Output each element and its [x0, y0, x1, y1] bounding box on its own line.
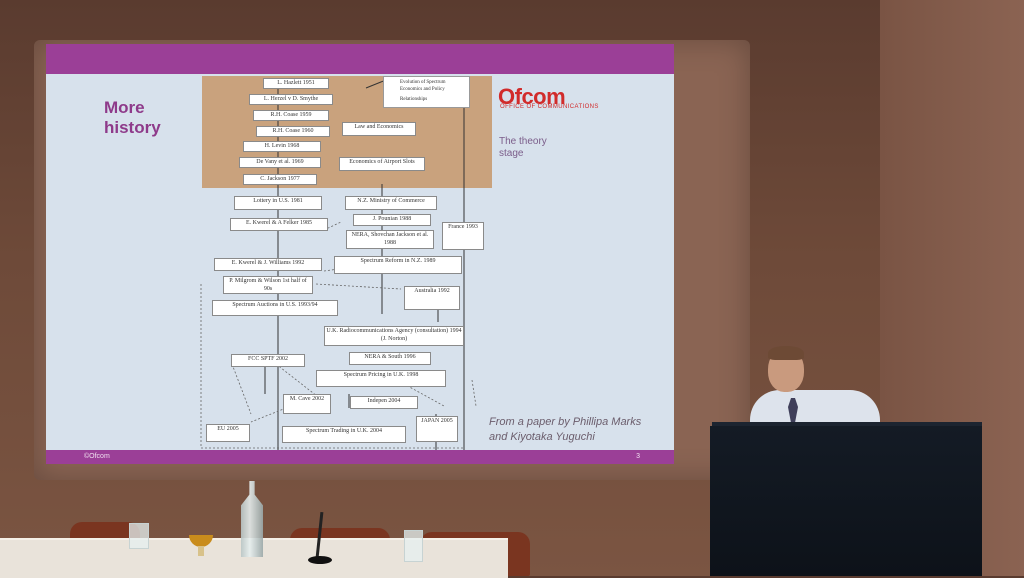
node-fcc-sptf: FCC SPTF 2002: [231, 354, 305, 367]
node-devany: De Vany et al. 1969: [239, 157, 321, 168]
node-coase-1960: R.H. Coase 1960: [256, 126, 330, 137]
slide-header-bar: [46, 44, 674, 74]
speaker-hair: [768, 346, 804, 360]
glass-left: [129, 523, 149, 549]
node-herzel-smythe: L. Herzel v D. Smythe: [249, 94, 333, 105]
node-milgrom-wilson: P. Milgrom & Wilson 1st half of 90s: [223, 276, 313, 294]
node-jackson: C. Jackson 1977: [243, 174, 317, 185]
stage-label: The theory stage: [499, 136, 547, 159]
node-indepen: Indepen 2004: [350, 396, 418, 409]
footer-copyright: ©Ofcom: [84, 453, 110, 460]
podium: [710, 426, 982, 576]
logo-subtitle: OFFICE OF COMMUNICATIONS: [500, 104, 599, 110]
slide-footer-bar: ©Ofcom 3: [46, 450, 674, 464]
speaker-tie: [788, 398, 798, 428]
sugar-bowl-stem: [198, 546, 204, 556]
node-coase-1959: R.H. Coase 1959: [253, 110, 329, 121]
node-airport-slots: Economics of Airport Slots: [339, 157, 425, 171]
node-australia: Australia 1992: [404, 286, 460, 310]
paper-credit: From a paper by Phillipa Marks and Kiyot…: [489, 416, 642, 443]
legend: Evolution of Spectrum Economics and Poli…: [383, 76, 470, 108]
sugar-bowl: [189, 535, 213, 547]
node-kwerel-felker: E. Kwerel & A Felker 1985: [230, 218, 328, 231]
node-auctions-us: Spectrum Auctions in U.S. 1993/94: [212, 300, 338, 316]
node-nera-south: NERA & South 1996: [349, 352, 431, 365]
footer-page-number: 3: [636, 453, 640, 460]
node-france: France 1993: [442, 222, 484, 250]
node-nera-shovchan: NERA, Shovchan Jackson et al. 1988: [346, 230, 434, 249]
logo-wordmark: Ofcom: [498, 84, 566, 109]
microphone-base: [308, 556, 332, 564]
legend-item-evolution: Evolution of Spectrum Economics and Poli…: [400, 80, 446, 92]
node-nz-ministry: N.Z. Ministry of Commerce: [345, 196, 437, 210]
node-pricing-uk: Spectrum Pricing in U.K. 1998: [316, 370, 446, 387]
legend-item-relationships: Relationships: [400, 97, 428, 102]
node-cave: M. Cave 2002: [283, 394, 331, 414]
node-uk-agency: U.K. Radiocommunications Agency (consult…: [324, 326, 464, 346]
slide-title: More history: [104, 98, 161, 137]
node-reform-nz: Spectrum Reform in N.Z. 1989: [334, 256, 462, 274]
node-japan: JAPAN 2005: [416, 416, 458, 442]
node-eu: EU 2005: [206, 424, 250, 442]
node-law-economics: Law and Economics: [342, 122, 416, 136]
node-kwerel-williams: E. Kwerel & J. Williams 1992: [214, 258, 322, 271]
projected-slide: More history Ofcom OFFICE OF COMMUNICATI…: [46, 44, 674, 464]
node-lottery: Lottery in U.S. 1981: [234, 196, 322, 210]
node-trading-uk: Spectrum Trading in U.K. 2004: [282, 426, 406, 443]
node-hazlett: L. Hazlett 1951: [263, 78, 329, 89]
glass-right: [404, 530, 423, 562]
node-levin: H. Levin 1968: [243, 141, 321, 152]
water-bottle: [241, 481, 263, 557]
node-pounian: J. Pounian 1988: [353, 214, 431, 226]
ofcom-logo: Ofcom OFFICE OF COMMUNICATIONS: [498, 78, 674, 118]
